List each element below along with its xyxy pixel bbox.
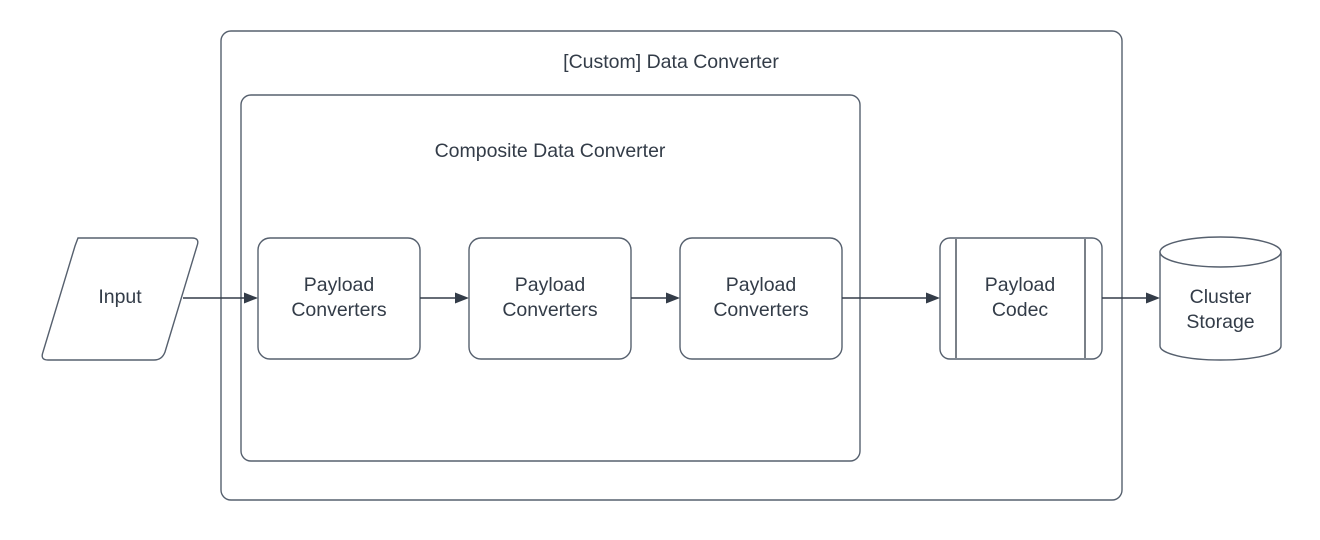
arrow-head-icon bbox=[666, 292, 680, 304]
node-input[interactable]: Input bbox=[41, 237, 199, 361]
payload-converters-2-label-line1: Payload bbox=[515, 274, 585, 296]
composite-data-converter-label: Composite Data Converter bbox=[435, 140, 666, 162]
payload-converters-3-label-line1: Payload bbox=[726, 274, 796, 296]
arrow-head-icon bbox=[455, 292, 469, 304]
connector-codec-to-storage bbox=[1102, 292, 1160, 304]
cluster-storage-label-line1: Cluster bbox=[1190, 286, 1252, 308]
node-payload-converters-3[interactable]: Payload Converters bbox=[679, 237, 843, 360]
arrow-head-icon bbox=[244, 292, 258, 304]
arrow-head-icon bbox=[926, 292, 940, 304]
node-payload-codec[interactable]: Payload Codec bbox=[939, 237, 1103, 360]
node-cluster-storage[interactable]: Cluster Storage bbox=[1159, 236, 1282, 361]
payload-converters-2-label-line2: Converters bbox=[502, 299, 598, 321]
payload-codec-label-line2: Codec bbox=[992, 299, 1049, 321]
connector-pc3-to-codec bbox=[842, 292, 940, 304]
connector-pc1-to-pc2 bbox=[420, 292, 469, 304]
connector-pc2-to-pc3 bbox=[631, 292, 680, 304]
custom-data-converter-label: [Custom] Data Converter bbox=[563, 51, 779, 73]
connector-input-to-pc1 bbox=[183, 292, 258, 304]
cluster-storage-top-ellipse bbox=[1159, 236, 1282, 268]
cluster-storage-body[interactable] bbox=[1159, 251, 1282, 361]
payload-converters-3-label-line2: Converters bbox=[713, 299, 809, 321]
input-shape[interactable] bbox=[41, 237, 199, 361]
node-payload-converters-2[interactable]: Payload Converters bbox=[468, 237, 632, 360]
payload-codec-label-line1: Payload bbox=[985, 274, 1055, 296]
payload-converters-1-label-line1: Payload bbox=[304, 274, 374, 296]
payload-converters-1-label-line2: Converters bbox=[291, 299, 387, 321]
node-payload-converters-1[interactable]: Payload Converters bbox=[257, 237, 421, 360]
cluster-storage-label-line2: Storage bbox=[1186, 311, 1254, 333]
input-label: Input bbox=[98, 286, 142, 308]
arrow-head-icon bbox=[1146, 292, 1160, 304]
